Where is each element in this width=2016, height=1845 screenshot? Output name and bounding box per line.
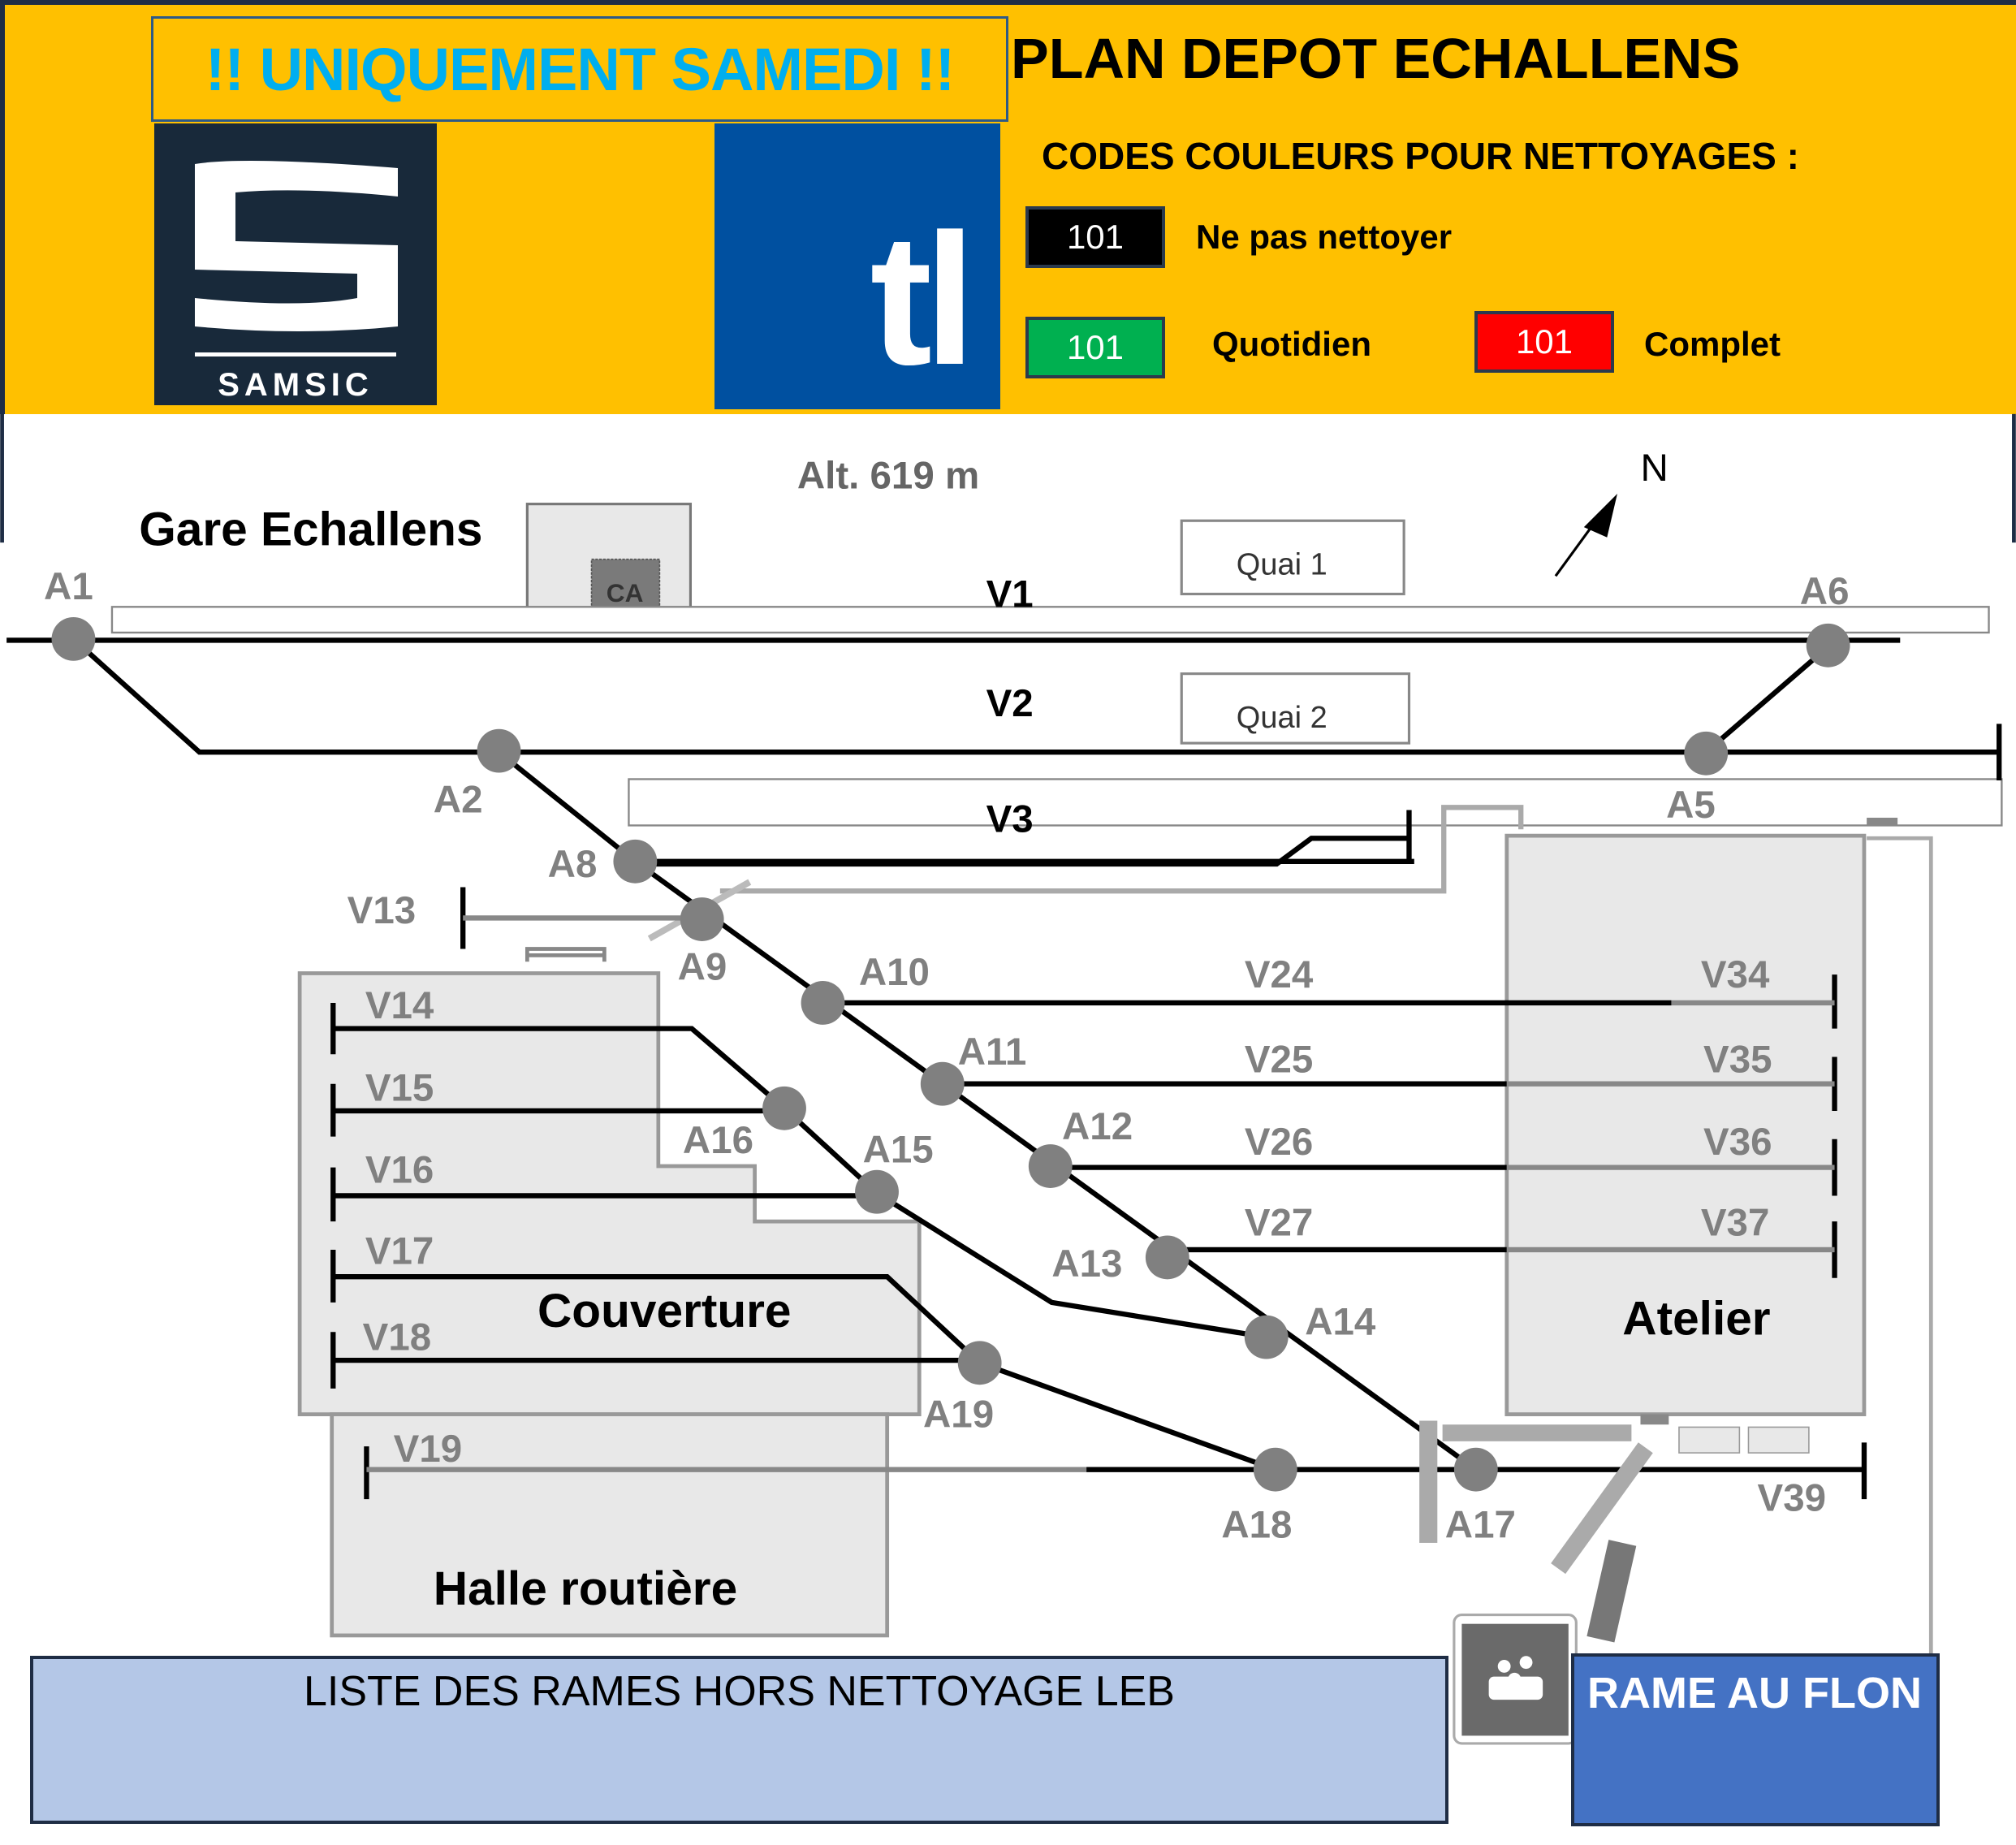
legend-title: CODES COULEURS POUR NETTOYAGES : <box>1042 135 1799 177</box>
legend-chip-no-clean: 101 <box>1025 206 1165 268</box>
track-v34: V34 <box>1701 953 1770 996</box>
track-v39: V39 <box>1758 1476 1827 1519</box>
samsic-logo: SAMSIC <box>154 123 437 405</box>
assembly-point-icon <box>1453 1614 1578 1745</box>
tl-logo-text: tl <box>870 195 976 404</box>
switch-a9: A9 <box>678 945 727 988</box>
altitude-label: Alt. 619 m <box>797 455 979 498</box>
tl-logo: tl <box>714 123 1000 409</box>
station-name: Gare Echallens <box>139 503 482 555</box>
switch-a17: A17 <box>1445 1504 1516 1547</box>
switch-a2: A2 <box>434 779 483 822</box>
halle-routiere-building <box>330 1412 890 1638</box>
quai-2-label: Quai 2 <box>1237 701 1327 735</box>
north-label: N <box>1640 447 1668 490</box>
rame-au-flon-title: RAME AU FLON <box>1587 1669 1922 1718</box>
track-v35: V35 <box>1703 1038 1772 1081</box>
track-v27: V27 <box>1245 1202 1314 1245</box>
track-v14: V14 <box>365 984 434 1027</box>
switch-a12: A12 <box>1062 1105 1133 1148</box>
couverture-label: Couverture <box>537 1285 791 1337</box>
out-of-cleaning-list-title: LISTE DES RAMES HORS NETTOYAGE LEB <box>303 1668 1175 1715</box>
switch-a6: A6 <box>1800 570 1850 613</box>
switch-a10: A10 <box>859 951 930 994</box>
switch-a15: A15 <box>863 1128 934 1171</box>
track-v17: V17 <box>365 1229 434 1272</box>
atelier-building <box>1504 833 1867 1416</box>
tracks <box>6 637 2002 1500</box>
track-v25: V25 <box>1245 1038 1314 1081</box>
rame-au-flon-panel[interactable]: RAME AU FLON <box>1571 1653 1940 1826</box>
track-v19: V19 <box>394 1428 462 1471</box>
track-v24: V24 <box>1245 953 1314 996</box>
track-v16: V16 <box>365 1149 434 1192</box>
legend-chip-daily: 101 <box>1025 317 1165 378</box>
platform-v3 <box>628 778 2003 827</box>
switch-a19: A19 <box>923 1393 994 1436</box>
ca-label: CA <box>607 578 644 607</box>
legend-label-no-clean: Ne pas nettoyer <box>1196 218 1453 256</box>
ca-box <box>590 558 661 611</box>
track-v36: V36 <box>1703 1121 1772 1164</box>
quai-2 <box>1180 672 1411 745</box>
track-v37: V37 <box>1701 1202 1770 1245</box>
track-v15: V15 <box>365 1066 434 1109</box>
track-v26: V26 <box>1245 1121 1314 1164</box>
atelier-label: Atelier <box>1622 1292 1770 1345</box>
switch-a18: A18 <box>1221 1504 1292 1547</box>
track-v3: V3 <box>986 797 1034 840</box>
platform-v1 <box>110 606 1990 634</box>
switch-nodes <box>51 616 1850 1492</box>
page-title: PLAN DEPOT ECHALLENS <box>1011 27 1741 90</box>
quai-1-label: Quai 1 <box>1237 548 1327 582</box>
halle-routiere-label: Halle routière <box>434 1562 737 1615</box>
switch-a13: A13 <box>1051 1242 1122 1285</box>
track-v18: V18 <box>363 1316 431 1359</box>
svg-text:SAMSIC: SAMSIC <box>218 367 373 403</box>
switch-a8: A8 <box>548 843 598 886</box>
switch-a14: A14 <box>1305 1300 1376 1343</box>
track-v13: V13 <box>348 889 416 932</box>
samsic-s-icon: SAMSIC <box>195 161 398 403</box>
saturday-only-banner: !! UNIQUEMENT SAMEDI !! <box>151 16 1008 122</box>
north-arrow-icon <box>1554 493 1617 577</box>
quai-1 <box>1180 519 1405 596</box>
switch-a5: A5 <box>1666 784 1716 827</box>
legend-label-daily: Quotidien <box>1212 325 1371 363</box>
out-of-cleaning-list-panel[interactable]: LISTE DES RAMES HORS NETTOYAGE LEB <box>30 1656 1448 1824</box>
track-v2: V2 <box>986 682 1034 725</box>
switch-a11: A11 <box>958 1031 1027 1074</box>
legend-chip-full: 101 <box>1474 311 1614 373</box>
legend-label-full: Complet <box>1644 325 1781 363</box>
switch-a16: A16 <box>683 1119 753 1162</box>
track-v1: V1 <box>986 573 1034 616</box>
switch-a1: A1 <box>44 565 93 608</box>
